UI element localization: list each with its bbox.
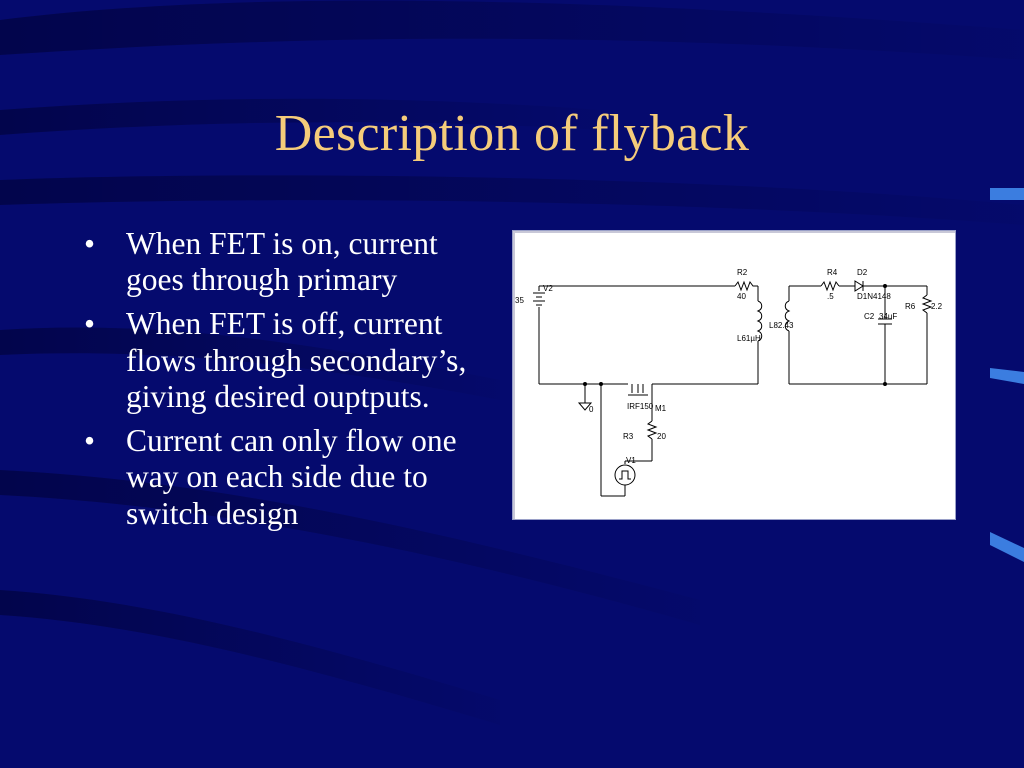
r4-value-label: .5 xyxy=(827,292,834,301)
inductor-primary-icon xyxy=(756,300,763,342)
inductor-secondary-label: L82.43 xyxy=(769,321,794,330)
bullet-dot-icon: • xyxy=(84,226,96,261)
resistor-r2-icon xyxy=(734,280,758,292)
slide-title: Description of flyback xyxy=(274,105,750,162)
schematic-labels: 35 V2 R2 40 L61µH R4 .5 D2 D1N4148 R6 2.… xyxy=(515,268,943,465)
r4-label: R4 xyxy=(827,268,838,277)
r2-value-label: 40 xyxy=(737,292,746,301)
r6-value-label: 2.2 xyxy=(931,302,943,311)
bullet-text: When FET is on, current goes through pri… xyxy=(126,226,438,298)
accent-tab-3 xyxy=(990,532,1024,562)
r3-label: R3 xyxy=(623,432,634,441)
mosfet-icon xyxy=(617,383,653,396)
m1-part-label: IRF150 xyxy=(627,402,654,411)
v1-label: V1 xyxy=(626,456,636,465)
bullet-item: • When FET is on, current goes through p… xyxy=(84,226,494,298)
resistor-r3-icon xyxy=(646,420,658,440)
d2-part-label: D1N4148 xyxy=(857,292,891,301)
c2-value-label: 34uF xyxy=(879,312,897,321)
c2-label: C2 xyxy=(864,312,875,321)
battery-icon xyxy=(533,292,545,306)
ground-label: 0 xyxy=(589,405,594,414)
bullet-text: Current can only flow one way on each si… xyxy=(126,423,457,531)
resistor-r6-icon xyxy=(921,294,933,314)
m1-label: M1 xyxy=(655,404,667,413)
resistor-r4-icon xyxy=(820,280,840,292)
r3-value-label: 20 xyxy=(657,432,666,441)
v2-label: V2 xyxy=(543,284,553,293)
d2-label: D2 xyxy=(857,268,868,277)
bullet-dot-icon: • xyxy=(84,423,96,459)
bullet-list: • When FET is on, current goes through p… xyxy=(84,226,494,540)
flyback-schematic: 35 V2 R2 40 L61µH R4 .5 D2 D1N4148 R6 2.… xyxy=(512,230,956,520)
accent-tab-2 xyxy=(990,368,1024,384)
ground-icon xyxy=(577,402,593,411)
r2-label: R2 xyxy=(737,268,748,277)
inductor-primary-label: L61µH xyxy=(737,334,761,343)
bullet-text: When FET is off, current flows through s… xyxy=(126,306,467,414)
bullet-item: • Current can only flow one way on each … xyxy=(84,423,494,532)
inductor-secondary-icon xyxy=(784,300,791,332)
r6-label: R6 xyxy=(905,302,916,311)
schematic-drawing xyxy=(533,280,933,497)
bullet-item: • When FET is off, current flows through… xyxy=(84,306,494,415)
accent-tab-1 xyxy=(990,188,1024,200)
v2-value-label: 35 xyxy=(515,296,524,305)
bullet-dot-icon: • xyxy=(84,306,96,342)
